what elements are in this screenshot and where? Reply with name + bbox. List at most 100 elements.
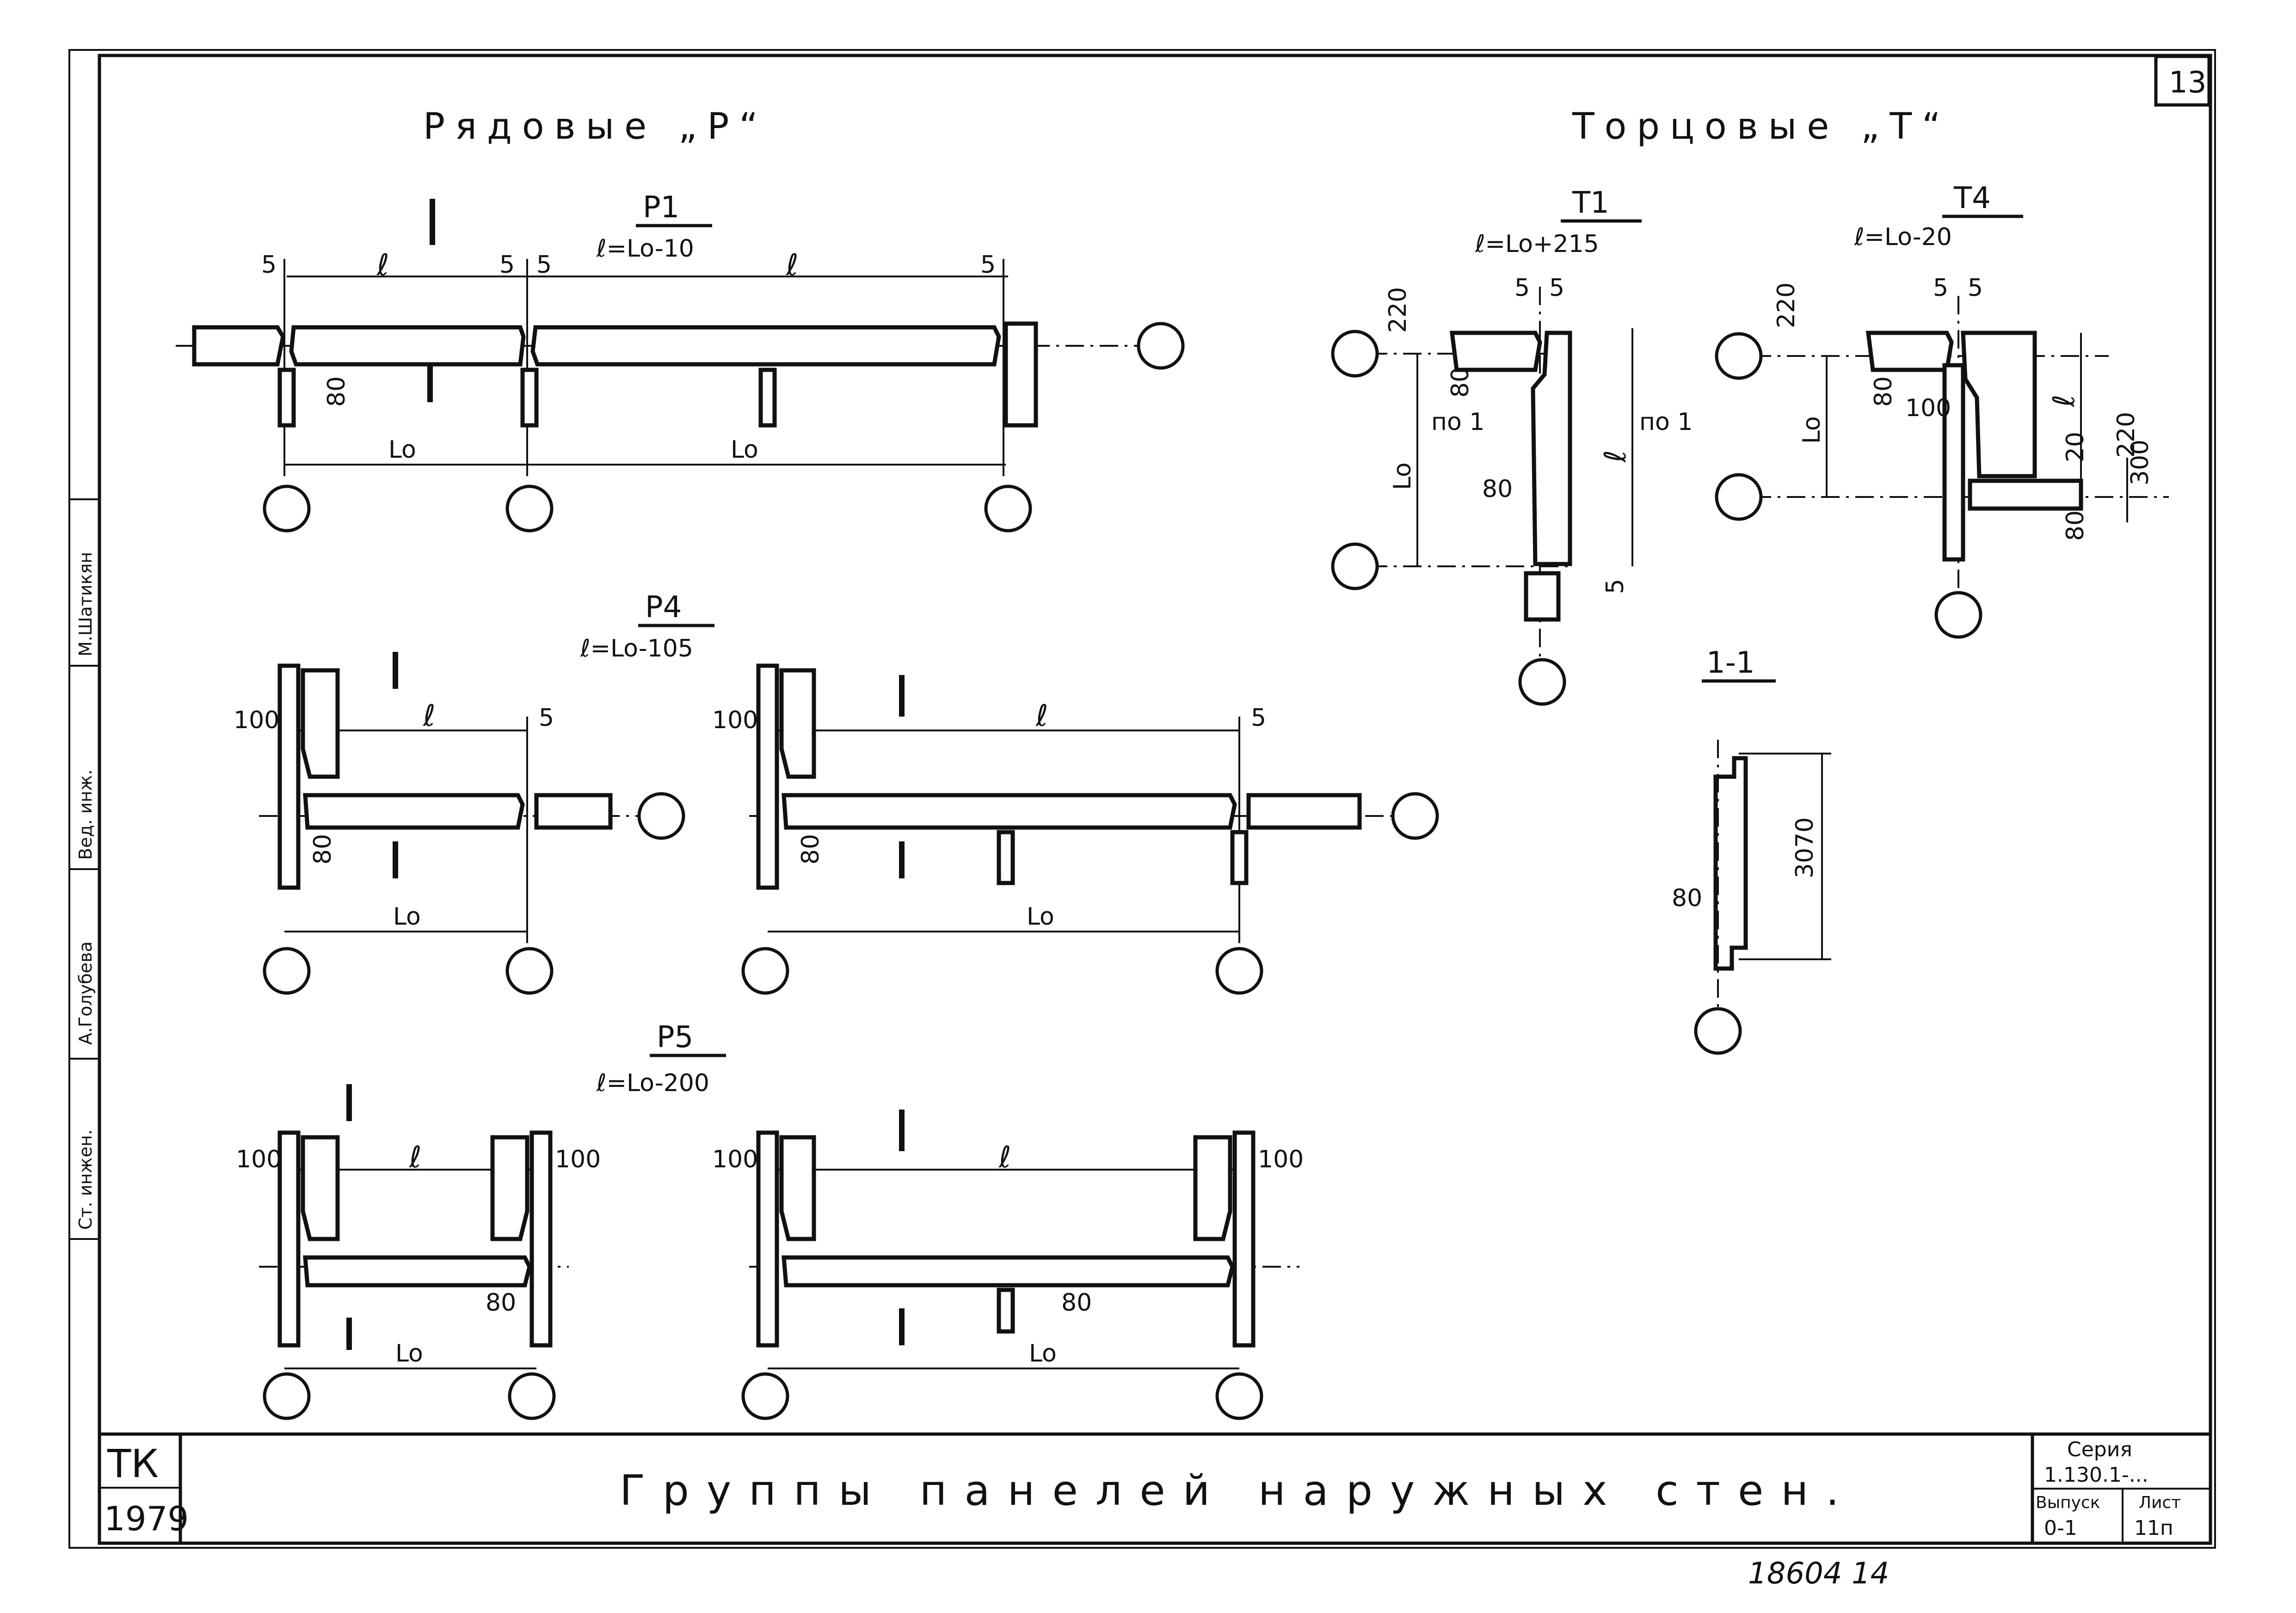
dim-5: 5 (1514, 274, 1530, 302)
side-strip-role4: М.Шатикян (75, 552, 96, 656)
wall-panel (1531, 331, 1572, 566)
p4-formula: ℓ=Lo-105 (580, 635, 693, 662)
p5-name: Р5 (657, 1020, 693, 1055)
series-label: Серия (2067, 1438, 2132, 1461)
dim-lo: Lo (1389, 462, 1416, 490)
wall-panel (192, 325, 285, 367)
dim-ell: ℓ (2047, 395, 2081, 407)
side-strip-role1: Ст. инжен. (75, 1129, 96, 1230)
dim-ell: ℓ (786, 248, 798, 282)
p4-name: Р4 (645, 590, 682, 625)
wall-panel (1449, 331, 1542, 372)
axis-bubble (508, 1372, 556, 1420)
dim-300: 300 (2126, 440, 2154, 485)
wall-panel (1865, 331, 1954, 372)
p5-formula: ℓ=Lo-200 (596, 1069, 709, 1097)
dim-100: 100 (236, 1146, 282, 1173)
section-1-1: 1-1 3070 80 (1672, 646, 1831, 1055)
sheet-number: 13 (2169, 66, 2206, 100)
dim-5: 5 (1549, 274, 1564, 302)
dim-80: 80 (323, 376, 351, 407)
dim-lo: Lo (731, 436, 758, 464)
axis-bubble (263, 1372, 311, 1420)
dim-5: 5 (1251, 704, 1266, 732)
axis-bubble (1331, 542, 1379, 590)
section-panel (1713, 756, 1748, 971)
stamp-year: 1979 (104, 1499, 189, 1538)
axis-bubble (1694, 1007, 1742, 1055)
dim-80: 80 (797, 834, 825, 865)
p1-formula: ℓ=Lo-10 (596, 235, 694, 263)
sheet-value: 11п (2134, 1516, 2173, 1540)
axis-bubble (637, 792, 685, 840)
wall-panel (779, 668, 816, 779)
axis-bubble (1137, 322, 1185, 370)
dim-80: 80 (1061, 1289, 1092, 1317)
outer-frame (68, 49, 2216, 1549)
issue-label: Выпуск (2036, 1493, 2100, 1512)
wall-panel-end (1003, 321, 1038, 428)
dim-lo: Lo (393, 903, 421, 931)
dim-5: 5 (980, 251, 996, 279)
dim-220: 220 (1773, 282, 1800, 328)
dim-5: 5 (1933, 274, 1948, 302)
handwritten-note: 18604 14 (1748, 1557, 1889, 1591)
dim-lo: Lo (1027, 903, 1054, 931)
group-end-heading: Торцовые „Т“ (1572, 106, 1951, 147)
dim-lo: Lo (1798, 416, 1826, 444)
wall-panel (782, 1255, 1235, 1288)
column (756, 663, 779, 890)
t1-name: Т1 (1572, 186, 1609, 220)
axis-bubble (741, 947, 789, 995)
axis-bubble (263, 947, 311, 995)
dim-5: 5 (539, 704, 554, 732)
panel-p5-plan: Р5 ℓ=Lo-200 100 100 ℓ 80 Lo 100 100 (236, 1020, 1304, 1420)
wall-panel (289, 325, 526, 367)
sheet-number-box (2154, 55, 2211, 107)
dim-ell: ℓ (998, 1141, 1011, 1175)
axis-bubble (1518, 658, 1566, 706)
panel-p1-plan: Р1 ℓ=Lo-10 5 5 5 5 ℓ ℓ 80 Lo Lo (176, 190, 1185, 533)
column (756, 1130, 779, 1348)
column (1232, 1130, 1256, 1348)
sheet-label: Лист (2139, 1493, 2181, 1512)
wall-panel (303, 1255, 532, 1288)
axis-bubble (741, 1372, 789, 1420)
dim-5: 5 (261, 251, 277, 279)
axis-bubble (1215, 1372, 1263, 1420)
wall-panel (1961, 331, 2037, 478)
axis-bubble (984, 485, 1032, 533)
axis-bubble (1391, 792, 1439, 840)
section-name: 1-1 (1706, 646, 1755, 680)
column (758, 368, 777, 428)
axis-bubble (1715, 332, 1763, 380)
column (277, 663, 301, 890)
axis-bubble (505, 947, 554, 995)
column (277, 1130, 301, 1348)
column (520, 368, 539, 428)
axis-bubble (1331, 330, 1379, 378)
wall-panel (1246, 793, 1362, 830)
section-thickness: 80 (1672, 884, 1702, 912)
p1-name: Р1 (643, 190, 679, 225)
column (1524, 571, 1561, 622)
axis-bubble (505, 485, 554, 533)
dim-100: 100 (712, 706, 758, 734)
dim-ell: ℓ (1599, 450, 1633, 463)
dim-80: 80 (1447, 367, 1474, 398)
wall-panel (1968, 478, 2083, 511)
dim-80: 80 (1482, 475, 1513, 503)
dim-ell: ℓ (409, 1141, 421, 1175)
dim-by1: по 1 (1639, 408, 1693, 436)
dim-100: 100 (234, 706, 279, 734)
issue-value: 0-1 (2044, 1516, 2077, 1540)
axis-bubble (263, 485, 311, 533)
dim-20: 20 (2062, 432, 2089, 462)
t1-formula: ℓ=Lo+215 (1475, 230, 1599, 258)
dim-100: 100 (712, 1146, 758, 1173)
side-strip-role2: А.Голубева (75, 941, 96, 1045)
dim-5: 5 (1601, 579, 1629, 594)
column (997, 830, 1015, 885)
dim-lo: Lo (388, 436, 416, 464)
dim-ell: ℓ (376, 248, 389, 282)
